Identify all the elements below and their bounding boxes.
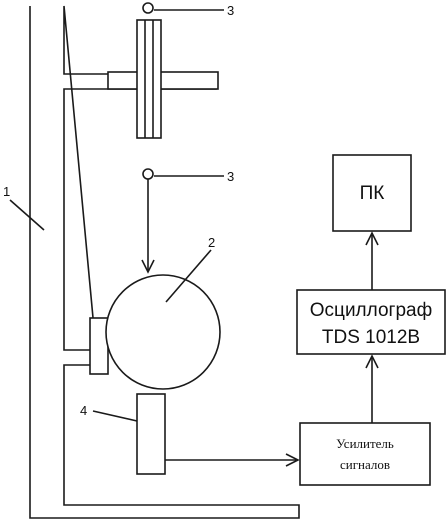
- oscilloscope-block: Осциллограф TDS 1012B: [296, 289, 446, 355]
- amplifier-line2: сигналов: [340, 457, 390, 472]
- sensor-to-amplifier-arrowhead: [285, 453, 300, 467]
- oscilloscope-line2: TDS 1012B: [322, 327, 420, 348]
- fall-arrow-head: [141, 259, 155, 274]
- pc-box: [332, 154, 412, 232]
- oscilloscope-box: [296, 289, 446, 355]
- stand-label: 1: [3, 184, 10, 199]
- sphere-label: 2: [208, 235, 215, 250]
- amplifier-block: Усилитель сигналов: [299, 422, 431, 486]
- upper-ball: [142, 2, 154, 14]
- sensor-leader: [92, 410, 138, 422]
- sphere-assembly: 2: [105, 235, 221, 390]
- pc-block: ПК: [332, 154, 412, 232]
- sphere-leader: [165, 249, 212, 303]
- falling-ball-circle: [142, 168, 154, 180]
- pc-label: ПК: [360, 183, 385, 204]
- upper-ball-holder: 3: [107, 2, 234, 139]
- sensor-assembly: 4: [80, 393, 300, 475]
- upper-ball-label: 3: [227, 3, 234, 18]
- amplifier-to-oscilloscope-arrow: [365, 354, 379, 423]
- amp-osc-head: [365, 354, 379, 369]
- sensor-label: 4: [80, 403, 87, 418]
- stand-label-group: 1: [3, 184, 45, 231]
- sensor: [136, 393, 166, 475]
- osc-pc-head: [365, 231, 379, 246]
- sphere-mount-bracket: [89, 317, 109, 375]
- falling-ball-label: 3: [227, 169, 234, 184]
- stand-frame: [29, 5, 300, 519]
- oscilloscope-to-pc-arrow: [365, 231, 379, 290]
- holder-tube-outer: [136, 19, 162, 139]
- sphere: [105, 274, 221, 390]
- oscilloscope-line1: Осциллограф: [310, 300, 432, 321]
- amplifier-line1: Усилитель: [336, 436, 394, 451]
- amplifier-box: [299, 422, 431, 486]
- falling-ball: 3: [141, 168, 234, 274]
- holder-crossbar: [107, 71, 219, 90]
- stand-leader: [9, 199, 45, 231]
